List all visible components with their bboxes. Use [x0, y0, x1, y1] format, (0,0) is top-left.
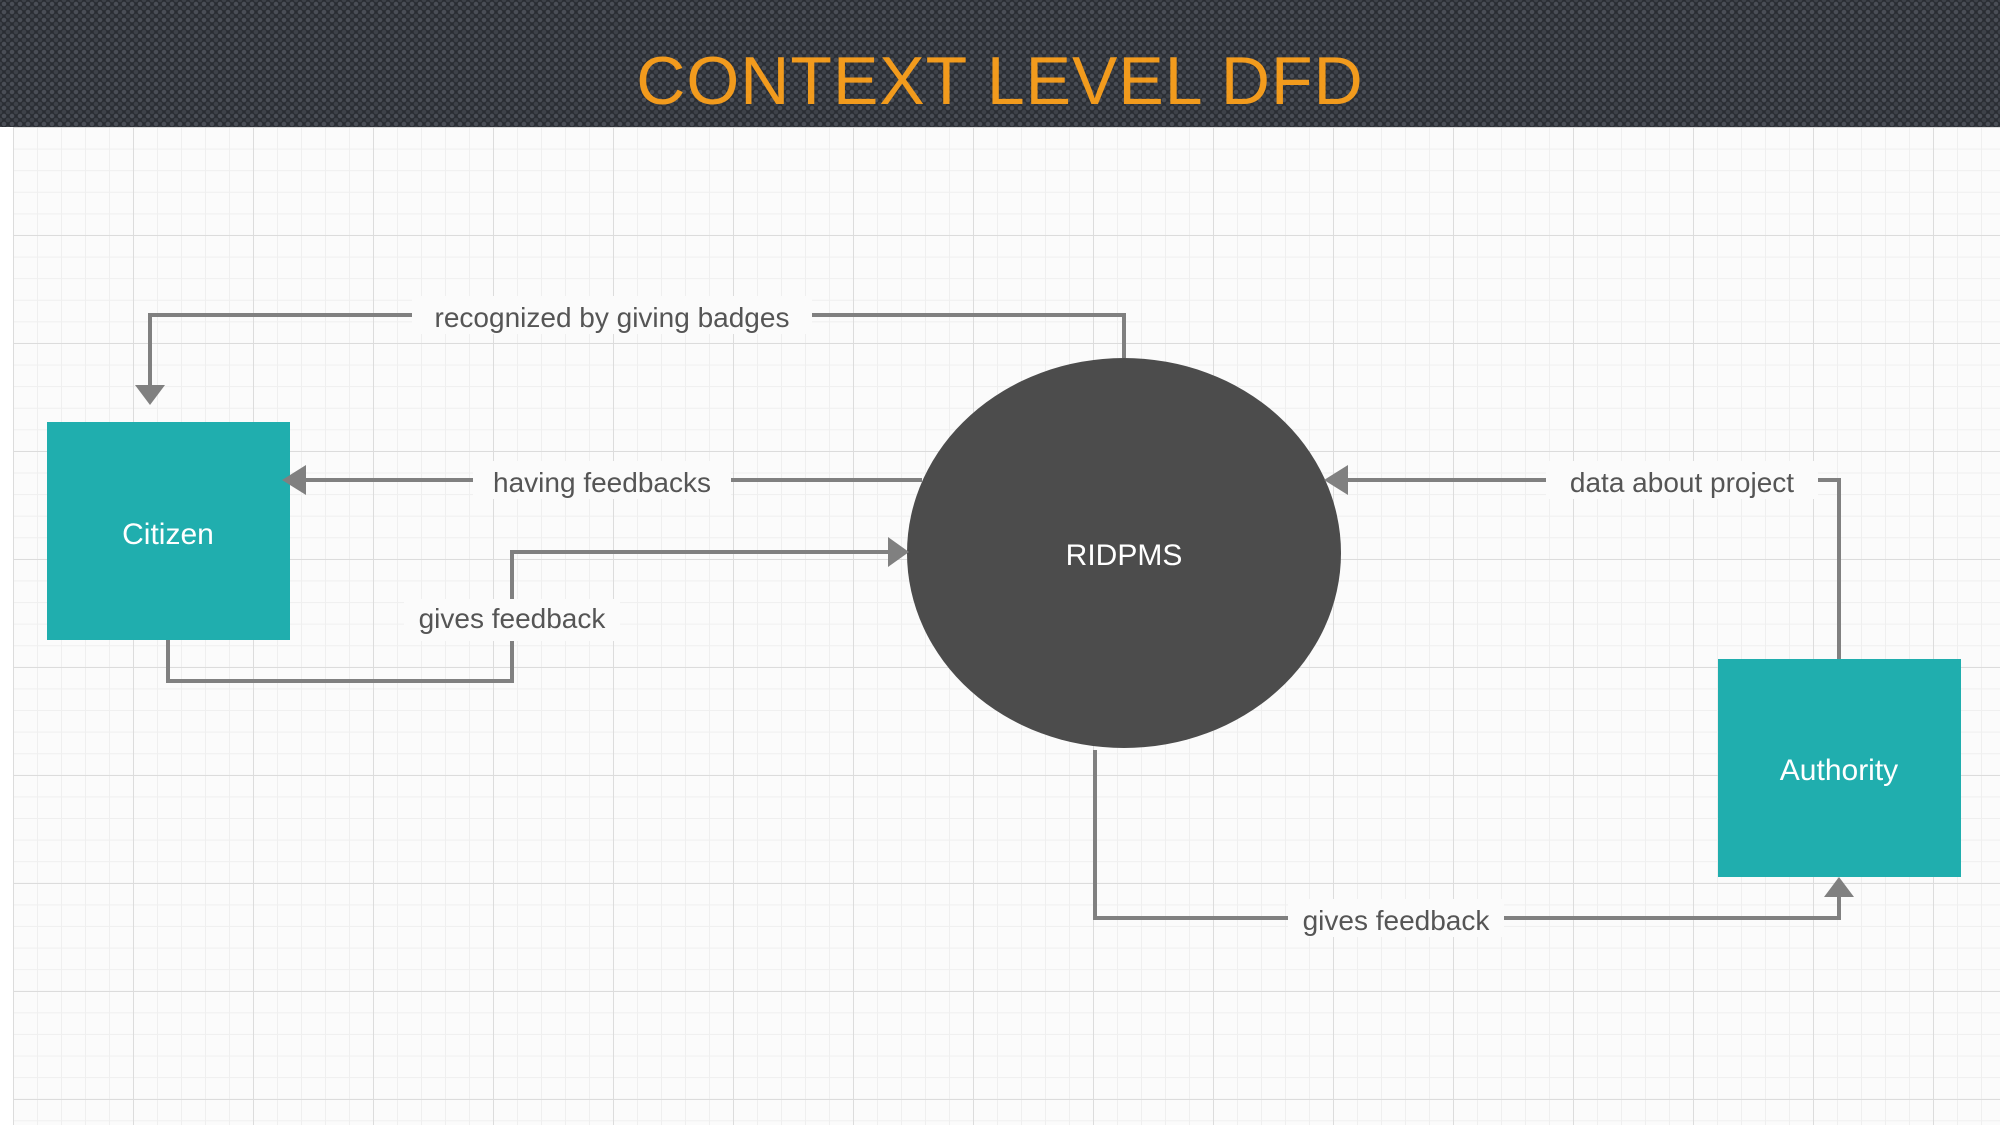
citizen-entity	[47, 422, 290, 640]
ridpms-process	[907, 358, 1341, 748]
citizen-feedback-flow-label: gives feedback	[419, 603, 607, 634]
data-about-project-flow-line	[1345, 478, 1841, 659]
authority-label: Authority	[1780, 754, 1898, 787]
having-feedbacks-arrowhead	[282, 465, 306, 495]
authority-feedback-label-bg	[1288, 899, 1504, 937]
having-feedbacks-flow-label: having feedbacks	[493, 467, 711, 498]
title-banner: CONTEXT LEVEL DFD	[0, 0, 2000, 127]
authority-feedback-arrowhead	[1824, 877, 1854, 897]
data-about-project-arrowhead	[1324, 465, 1348, 495]
having-feedbacks-label-bg	[473, 461, 731, 499]
slide-title: CONTEXT LEVEL DFD	[636, 43, 1364, 119]
citizen-label: Citizen	[122, 518, 214, 551]
authority-entity	[1718, 659, 1961, 877]
recognized-flow-label: recognized by giving badges	[435, 302, 790, 333]
authority-feedback-flow-label: gives feedback	[1303, 905, 1491, 936]
citizen-feedback-label-bg	[404, 599, 620, 641]
data-about-project-label-bg	[1546, 461, 1818, 499]
ridpms-label: RIDPMS	[1066, 539, 1183, 572]
recognized-label-bg	[412, 296, 812, 334]
citizen-feedback-flow-line	[166, 550, 890, 683]
citizen-feedback-arrowhead	[888, 537, 909, 567]
recognized-flow-arrowhead	[135, 385, 165, 405]
data-about-project-flow-label: data about project	[1570, 467, 1794, 498]
